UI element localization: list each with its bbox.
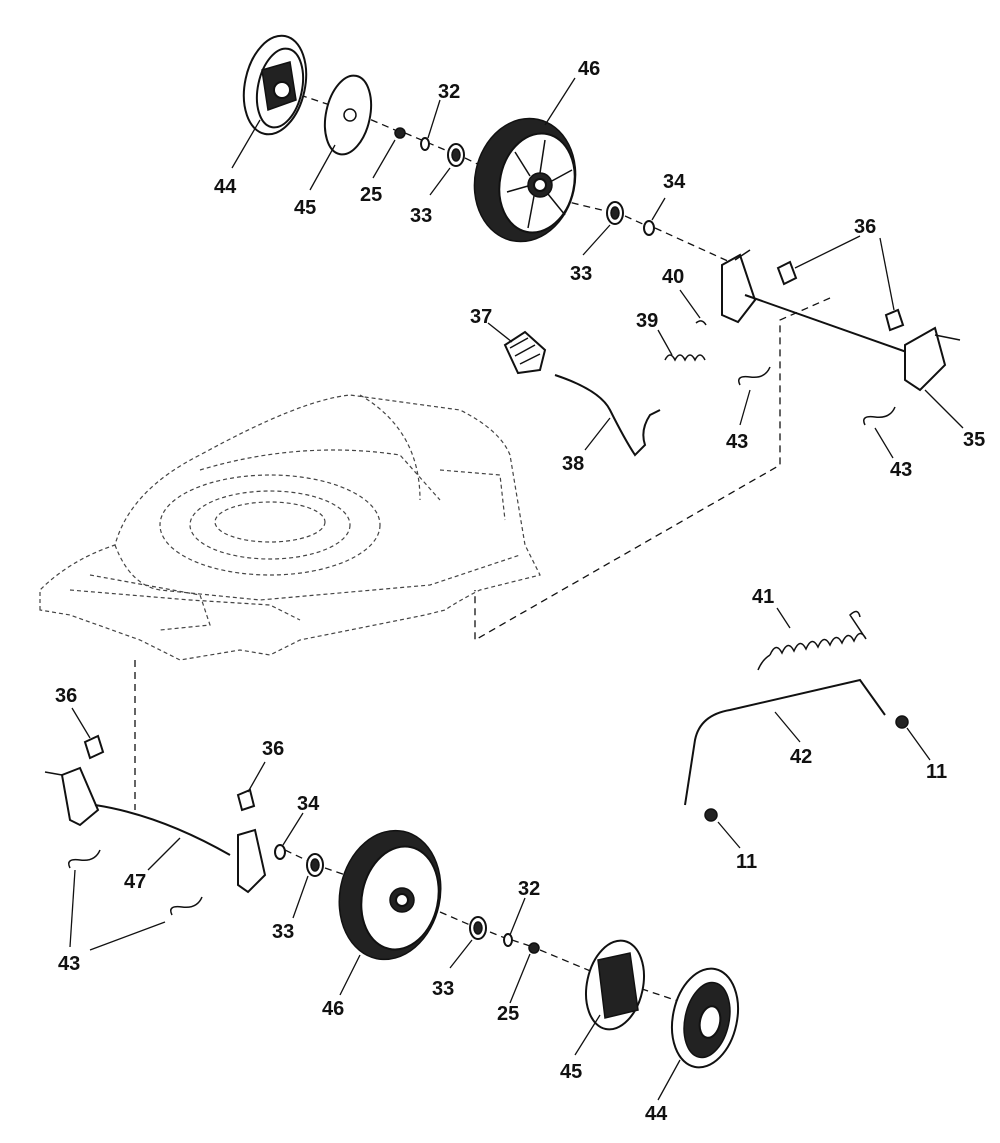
callout-43-top-a: 43 <box>726 431 748 453</box>
leader-lines <box>69 77 964 1101</box>
washer-32-bottom <box>503 933 513 947</box>
callout-46-bottom: 46 <box>322 998 344 1020</box>
knob-37 <box>503 330 547 375</box>
callout-45-top: 45 <box>294 197 316 219</box>
callout-45-bottom: 45 <box>560 1061 582 1083</box>
callout-43-bottom: 43 <box>58 953 80 975</box>
callout-11-a: 11 <box>926 761 947 783</box>
pin-40 <box>695 320 707 326</box>
callout-33-bottom-right: 33 <box>432 978 454 1000</box>
callout-34-bottom: 34 <box>297 793 320 815</box>
callout-42: 42 <box>790 746 812 768</box>
axle-bracket-47 <box>44 766 267 894</box>
nut-top <box>394 127 406 139</box>
callout-25-top: 25 <box>360 184 382 206</box>
bearing-33-top <box>447 143 465 167</box>
callout-46-top: 46 <box>578 58 600 80</box>
clip-36-top-a <box>776 260 798 286</box>
callout-11-b: 11 <box>736 851 757 873</box>
callout-36-top: 36 <box>854 216 876 238</box>
wheel-cover-45-bottom <box>585 939 645 1031</box>
washer-34-bottom <box>274 844 286 860</box>
callout-38: 38 <box>562 453 584 475</box>
callout-47: 47 <box>124 871 146 893</box>
callout-40: 40 <box>662 266 684 288</box>
clip-36-bottom-a <box>83 734 105 760</box>
callout-32-top: 32 <box>438 81 460 103</box>
nut-25-bottom <box>528 942 540 954</box>
callout-25-bottom: 25 <box>497 1003 519 1025</box>
washer-32-top <box>420 137 430 151</box>
hubcap-top <box>242 34 308 136</box>
callout-44-top: 44 <box>214 176 237 198</box>
rod-42 <box>684 678 886 806</box>
clip-43-top-b <box>863 406 896 426</box>
lever-38 <box>554 374 661 457</box>
callout-37: 37 <box>470 306 492 328</box>
bearing-33-bottom <box>306 853 324 877</box>
nut-11-b <box>704 808 718 822</box>
callout-33-bottom: 33 <box>272 921 294 943</box>
callout-36-bottom-b: 36 <box>262 738 284 760</box>
clip-36-bottom-b <box>236 788 256 812</box>
hubcap-44-bottom <box>671 967 739 1069</box>
axle-bracket-35 <box>721 249 961 392</box>
clip-36-top-b <box>884 308 905 332</box>
callout-43-top-b: 43 <box>890 459 912 481</box>
spring-39 <box>664 354 706 362</box>
wheel-46-bottom <box>338 829 442 961</box>
nut-11-a <box>895 715 909 729</box>
callout-34-top: 34 <box>663 171 686 193</box>
clip-43-bottom-b <box>170 896 203 916</box>
mower-deck <box>39 394 541 661</box>
callout-39: 39 <box>636 310 658 332</box>
callout-33-top: 33 <box>410 205 432 227</box>
callout-44-bottom: 44 <box>645 1103 668 1125</box>
callout-labels: 44 45 25 32 33 46 33 34 40 39 37 38 36 3… <box>55 58 985 1125</box>
bearing-33-top-right <box>606 201 624 225</box>
callout-32-bottom: 32 <box>518 878 540 900</box>
clip-43-top-a <box>738 366 771 386</box>
callout-41: 41 <box>752 586 774 608</box>
callout-35: 35 <box>963 429 985 451</box>
callout-33-top-right: 33 <box>570 263 592 285</box>
callout-36-bottom-a: 36 <box>55 685 77 707</box>
wheel-cover-top <box>323 74 373 156</box>
spring-41 <box>757 610 867 671</box>
bearing-33-bottom-right <box>469 916 487 940</box>
washer-34-top <box>643 220 655 236</box>
clip-43-bottom-a <box>68 849 101 869</box>
wheel-46-top <box>473 117 577 243</box>
